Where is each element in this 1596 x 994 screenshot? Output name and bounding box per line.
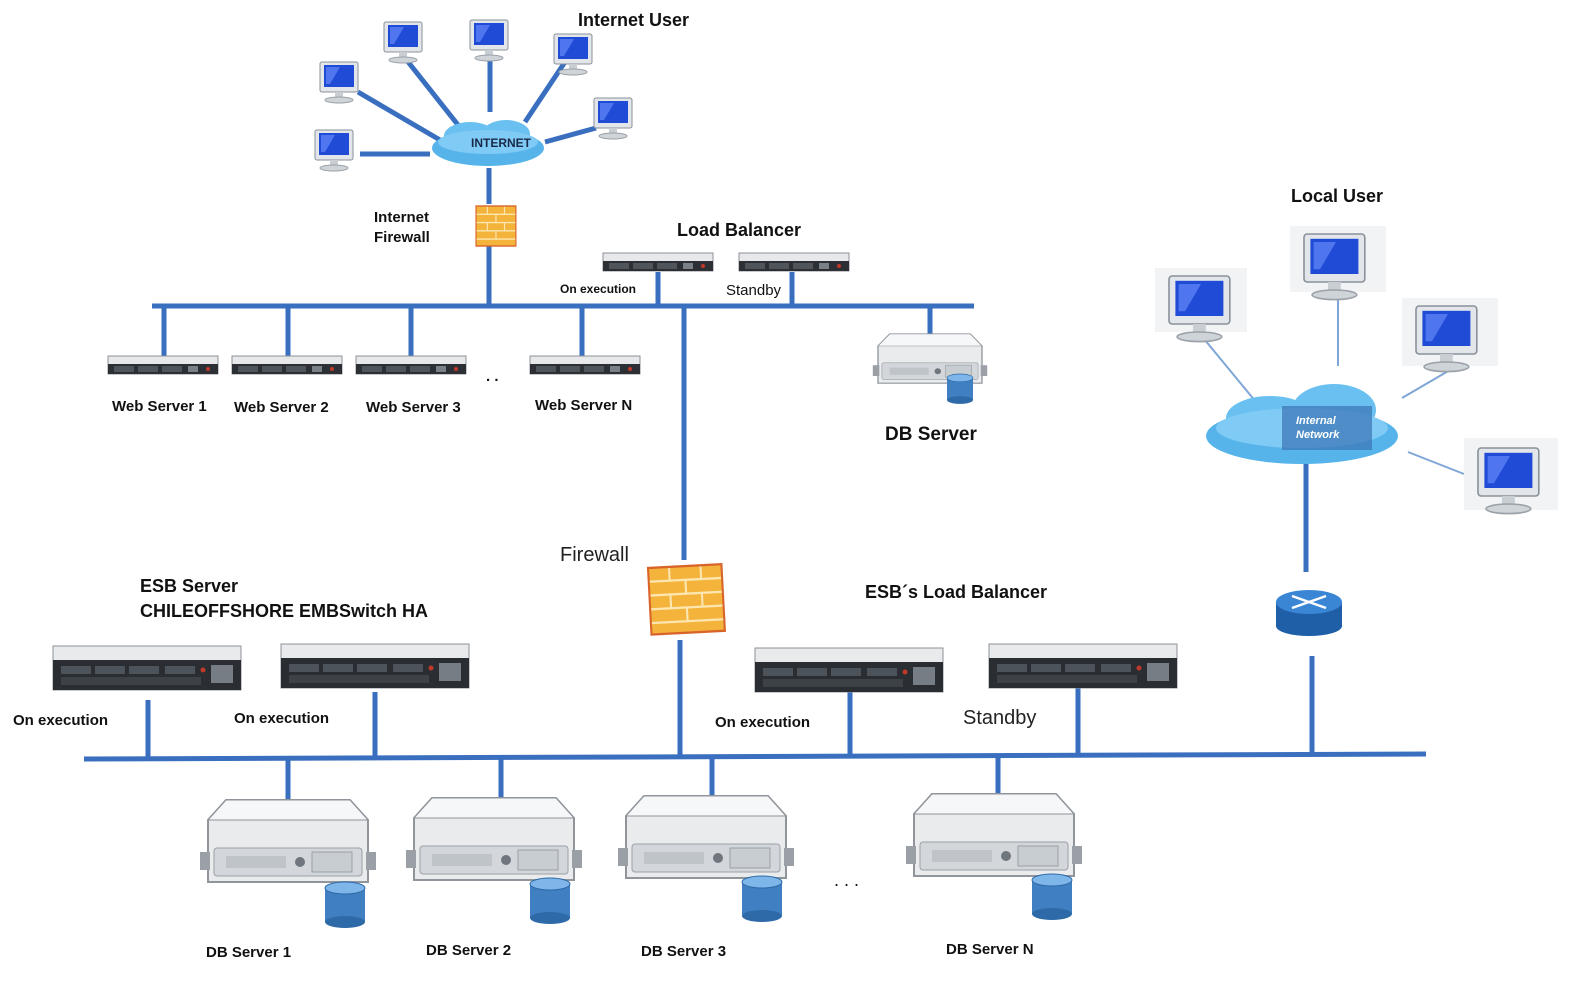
web-server-n-rack	[529, 355, 641, 375]
esb-lb-on-execution-label: On execution	[715, 714, 811, 731]
db-server-database-icon	[946, 373, 974, 405]
local-user-pc-3	[1402, 298, 1498, 373]
internet-user-pc-2	[319, 61, 359, 104]
db-server-1-database-icon	[324, 881, 366, 929]
esb-server-label: ESB Server	[140, 576, 239, 596]
db-server-2-database-icon	[529, 877, 571, 925]
internet-cloud-icon	[432, 120, 544, 166]
firewall-label: Firewall	[560, 544, 629, 566]
db-server-label: DB Server	[885, 424, 977, 445]
local-user-pc-1	[1155, 268, 1247, 343]
internet-firewall-icon	[475, 205, 517, 247]
lb-standby-label: Standby	[726, 282, 782, 299]
db-server-2-icon	[405, 797, 583, 881]
esb-server-1-rack	[52, 645, 242, 691]
firewall-icon	[646, 563, 727, 636]
internal-network-cloud-icon	[1206, 384, 1398, 464]
network-links	[83, 50, 1427, 800]
internet-user-pc-3	[383, 21, 423, 64]
esb-lb-standby-label: Standby	[963, 707, 1037, 729]
bottom-bus-line	[83, 751, 1427, 762]
local-user-label: Local User	[1291, 186, 1384, 206]
load-balancer-standby-server	[738, 252, 850, 272]
esb-lb-active-rack	[754, 647, 944, 693]
esb-on-execution-2-label: On execution	[234, 710, 330, 727]
esb-server-2-rack	[280, 643, 470, 689]
router-icon	[1276, 590, 1342, 636]
db-server-3-icon	[617, 795, 795, 879]
db-server-1-label: DB Server 1	[206, 944, 292, 961]
local-user-pc-2	[1290, 226, 1386, 301]
web-server-3-rack	[355, 355, 467, 375]
db-server-n-label: DB Server N	[946, 941, 1034, 958]
internet-user-label: Internet User	[578, 10, 690, 30]
internet-user-pc-4	[469, 19, 509, 62]
esb-lb-standby-rack	[988, 643, 1178, 689]
internet-firewall-label: Internet Firewall	[374, 209, 430, 246]
db-server-3-label: DB Server 3	[641, 943, 727, 960]
esb-load-balancer-label: ESB´s Load Balancer	[865, 582, 1048, 602]
db-server-n-icon	[905, 793, 1083, 877]
web-server-2-label: Web Server 2	[234, 399, 329, 416]
internet-cloud-label: INTERNET	[471, 136, 531, 150]
db-server-n-database-icon	[1031, 873, 1073, 921]
load-balancer-active-server	[602, 252, 714, 272]
db-server-ellipsis: . . .	[834, 870, 860, 890]
load-balancer-label: Load Balancer	[677, 220, 802, 240]
web-server-ellipsis: . .	[486, 368, 499, 385]
esb-on-execution-1-label: On execution	[13, 712, 109, 729]
web-server-3-label: Web Server 3	[366, 399, 461, 416]
local-network-links	[1199, 292, 1465, 475]
web-server-1-label: Web Server 1	[112, 398, 207, 415]
db-server-2-label: DB Server 2	[426, 942, 512, 959]
web-server-2-rack	[231, 355, 343, 375]
web-server-n-label: Web Server N	[535, 397, 633, 414]
internet-user-pc-6	[593, 97, 633, 140]
local-user-pc-4	[1464, 438, 1558, 515]
web-server-1-rack	[107, 355, 219, 375]
db-server-3-database-icon	[741, 875, 783, 923]
internal-network-label: Internal Network	[1296, 415, 1340, 441]
lb-on-execution-label: On execution	[560, 282, 637, 296]
db-server-1-icon	[199, 799, 377, 883]
esb-server-name-label: CHILEOFFSHORE EMBSwitch HA	[140, 601, 429, 621]
internet-user-pc-1	[314, 129, 354, 172]
